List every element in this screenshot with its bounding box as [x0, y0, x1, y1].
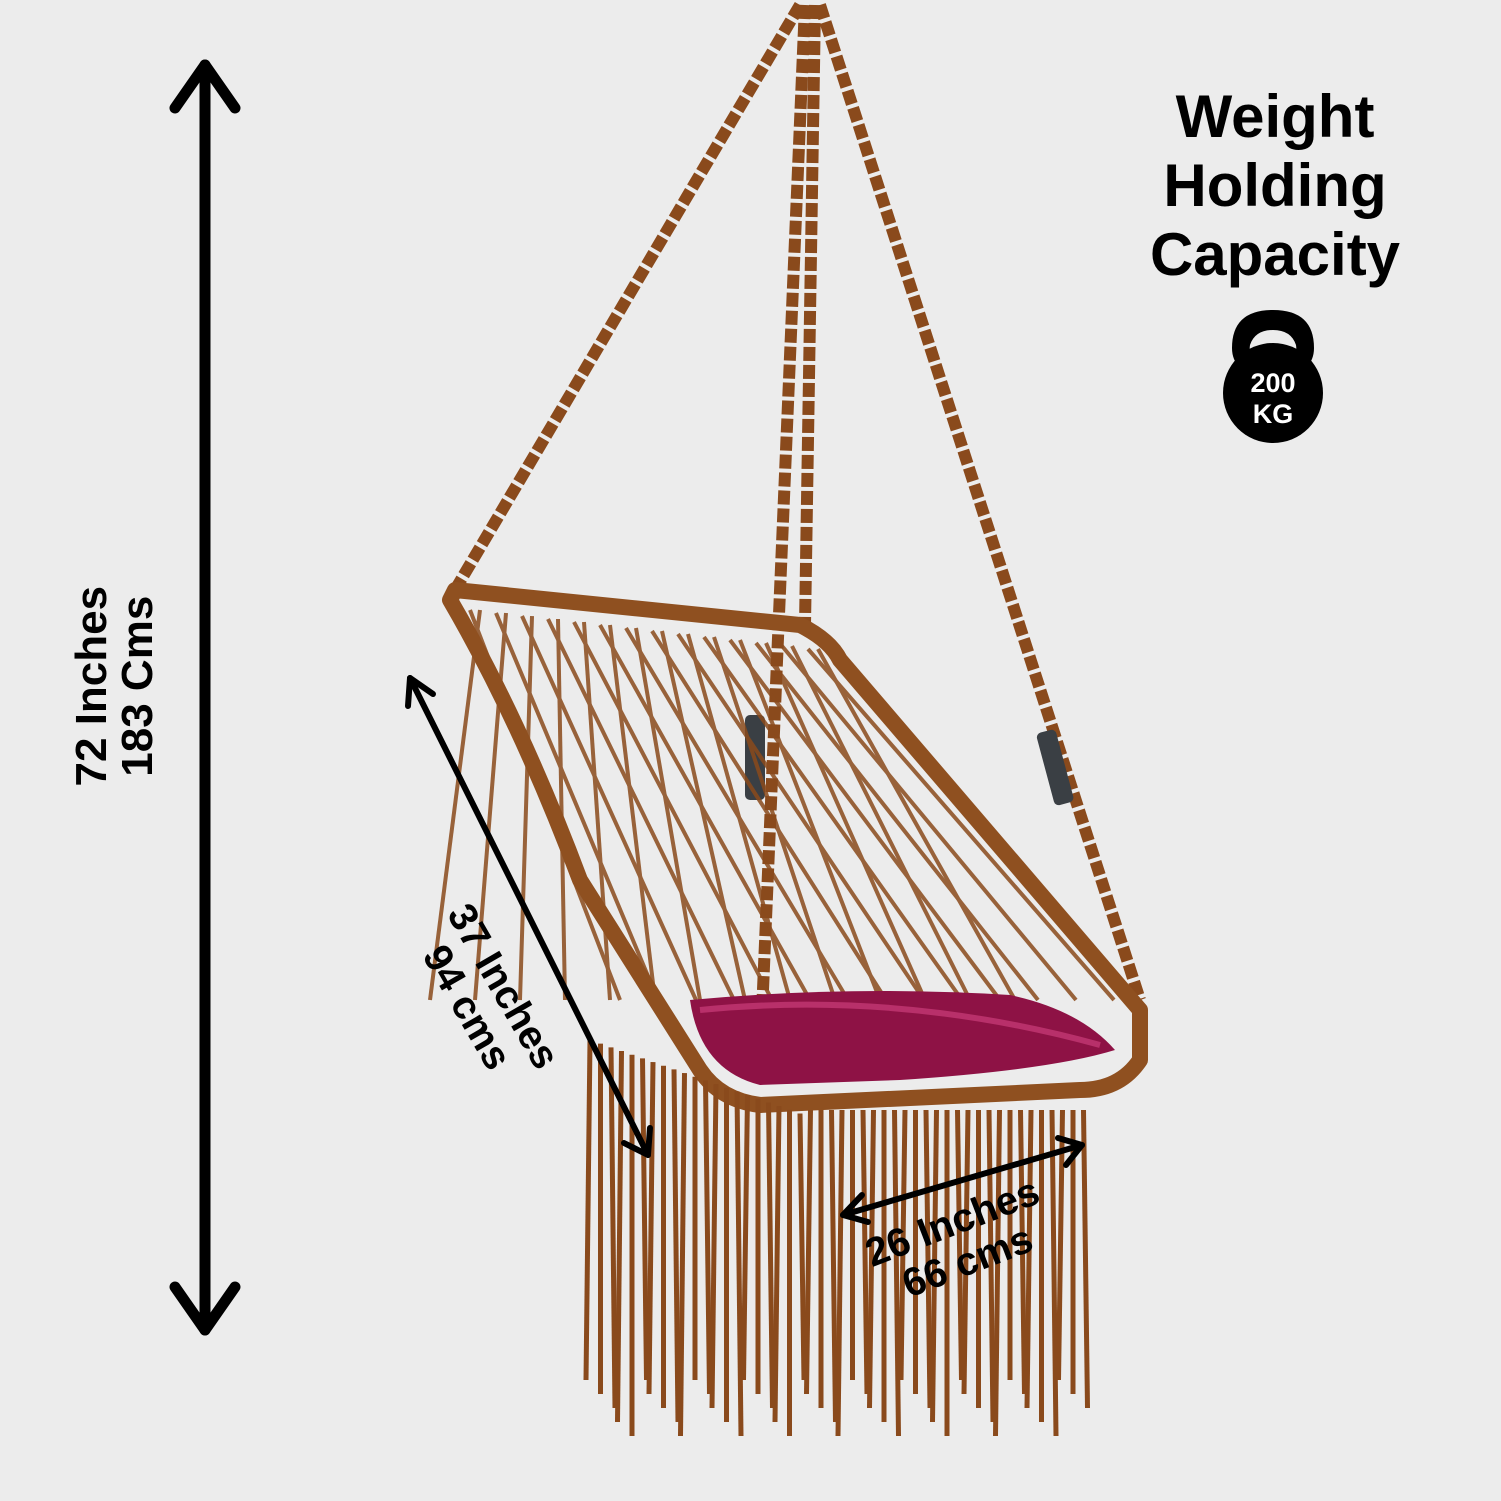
- hanging-ropes: [449, 1, 1146, 1061]
- depth-arrow: [405, 675, 653, 1158]
- title-line: Capacity: [1149, 221, 1401, 288]
- rope-clip: [1036, 729, 1074, 806]
- width-arrow: [840, 1135, 1085, 1225]
- macrame-net: [428, 609, 1116, 1002]
- height-cms: 183 Cms: [113, 595, 162, 777]
- kettlebell-icon: 200 KG: [1223, 310, 1323, 443]
- height-arrow: [169, 59, 241, 1336]
- seat-cushion: [690, 991, 1115, 1085]
- capacity-unit: KG: [1253, 399, 1294, 429]
- height-dimension-label: 72 Inches 183 Cms: [66, 516, 162, 856]
- height-inches: 72 Inches: [66, 585, 116, 787]
- title-line: Holding: [1163, 152, 1387, 219]
- capacity-value: 200: [1250, 368, 1295, 398]
- weight-capacity-title: Weight Holding Capacity: [1120, 82, 1430, 289]
- macrame-fringe: [583, 1039, 1090, 1437]
- title-line: Weight: [1175, 83, 1375, 150]
